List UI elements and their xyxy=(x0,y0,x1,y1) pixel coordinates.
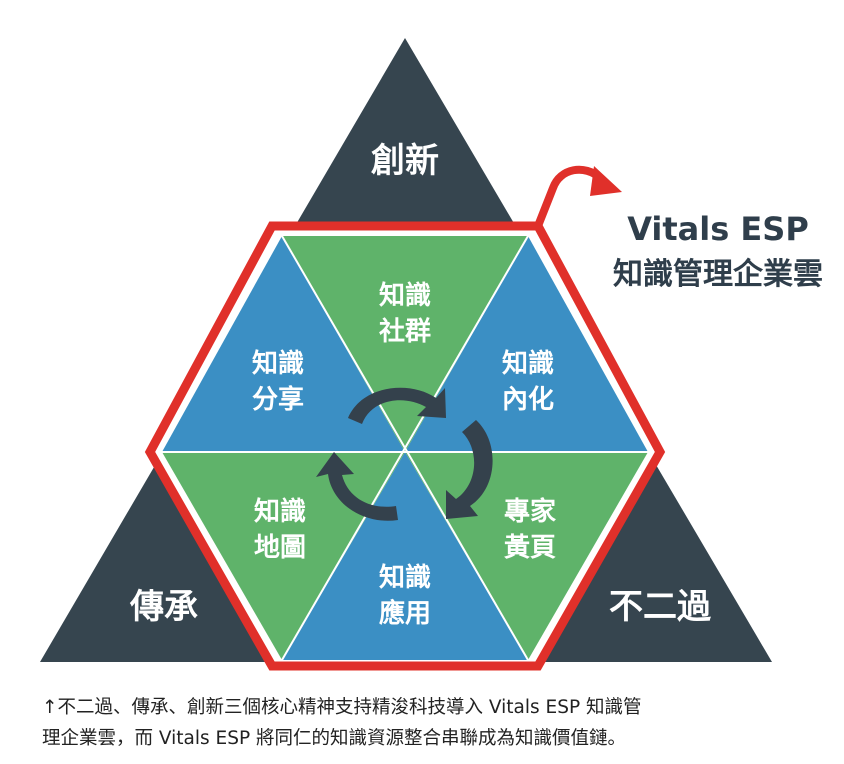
corner-label-top: 創新 xyxy=(371,141,439,181)
corner-label-left: 傳承 xyxy=(129,587,198,627)
product-name: Vitals ESP xyxy=(627,210,809,248)
cell-triangle-community xyxy=(282,236,528,452)
cell-internalize-line2: 內化 xyxy=(502,385,554,415)
caption: ↑不二過、傳承、創新三個核心精神支持精浚科技導入 Vitals ESP 知識管 … xyxy=(42,692,822,754)
cell-share-line2: 分享 xyxy=(252,384,304,415)
red-arrow-icon xyxy=(534,165,622,230)
cell-map-line2: 地圖 xyxy=(254,533,306,563)
cell-community-line2: 社群 xyxy=(379,316,431,347)
cell-expert-line1: 專家 xyxy=(504,496,556,527)
caption-line1: ↑不二過、傳承、創新三個核心精神支持精浚科技導入 Vitals ESP 知識管 xyxy=(42,697,642,718)
corner-label-right: 不二過 xyxy=(609,587,712,627)
cell-internalize-line1: 知識 xyxy=(502,349,554,379)
knowledge-triangle-diagram: 創新 傳承 不二過 知識 社群 知識 內化 專家 黃頁 知識 應用 知識 地圖 … xyxy=(40,38,823,671)
cell-community-line1: 知識 xyxy=(379,281,431,311)
product-subtitle: 知識管理企業雲 xyxy=(613,257,823,292)
cell-share-line1: 知識 xyxy=(252,349,304,379)
cell-apply-line1: 知識 xyxy=(379,563,431,593)
caption-line2: 理企業雲，而 Vitals ESP 將同仁的知識資源整合串聯成為知識價值鏈。 xyxy=(42,728,626,749)
cell-expert-line2: 黃頁 xyxy=(504,533,556,563)
cell-triangle-share xyxy=(162,236,405,452)
cycle-arrows-icon xyxy=(316,387,493,521)
cell-triangle-apply xyxy=(282,452,528,660)
cell-apply-line2: 應用 xyxy=(379,598,431,629)
cell-separators xyxy=(162,235,648,661)
cell-map-line1: 知識 xyxy=(254,497,306,527)
cell-triangle-internalize xyxy=(405,236,648,452)
